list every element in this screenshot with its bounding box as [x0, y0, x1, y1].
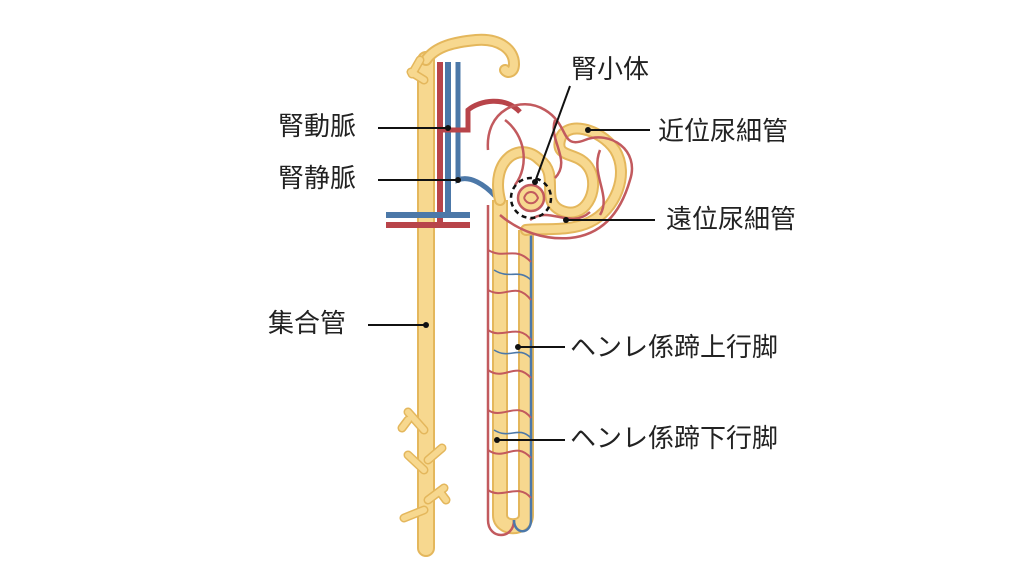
convoluted-tubules [486, 103, 634, 240]
collecting-duct-shape [397, 33, 521, 557]
dot-proximal-tubule [585, 127, 591, 133]
label-renal-artery: 腎動脈 [278, 112, 357, 142]
label-descending-limb: ヘンレ係蹄下行脚 [570, 424, 779, 454]
leader-dots [423, 125, 591, 443]
dot-distal-tubule [563, 217, 569, 223]
dot-descending-limb [494, 437, 500, 443]
label-proximal-tubule: 近位尿細管 [658, 117, 789, 147]
dot-renal-corpuscle [532, 179, 538, 185]
renal-corpuscle-shape [509, 176, 553, 220]
dot-collecting-duct [423, 322, 429, 328]
label-renal-corpuscle: 腎小体 [571, 55, 650, 85]
loop-of-henle [486, 200, 534, 537]
leader-lines [368, 85, 655, 441]
label-renal-vein: 腎静脈 [278, 164, 357, 194]
label-distal-tubule: 遠位尿細管 [666, 205, 797, 235]
dot-renal-artery [445, 125, 451, 131]
dot-ascending-limb [515, 344, 521, 350]
label-ascending-limb: ヘンレ係蹄上行脚 [570, 333, 779, 363]
label-collecting-duct: 集合管 [268, 309, 347, 339]
leader-renal-corpuscle [534, 85, 571, 183]
dot-renal-vein [455, 177, 461, 183]
